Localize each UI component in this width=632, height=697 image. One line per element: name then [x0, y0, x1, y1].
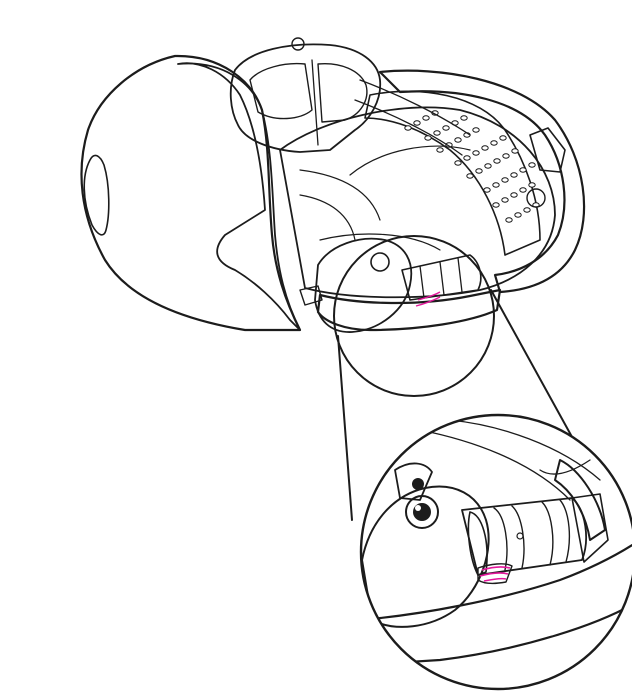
vent-hole [484, 163, 492, 169]
callout-circle-small [333, 235, 495, 397]
vent-hole [499, 135, 507, 141]
vent-hole [424, 135, 432, 141]
bottom-band [316, 288, 502, 332]
pink-clip-highlight [477, 563, 513, 585]
vent-hole [404, 125, 412, 131]
vent-hole [472, 150, 480, 156]
vent-hole [463, 155, 471, 161]
connector-tube-small [401, 254, 482, 307]
vent-hole [528, 182, 536, 188]
vent-hole [483, 187, 491, 193]
vent-hole [436, 147, 444, 153]
vent-hole [466, 173, 474, 179]
overview-view [80, 37, 586, 333]
hinge-knob [370, 252, 390, 272]
vent-hole [490, 140, 498, 146]
vent-hole [442, 125, 450, 131]
vent-hole [510, 192, 518, 198]
vent-hole [519, 187, 527, 193]
vent-hole [422, 115, 430, 121]
vent-hole [413, 120, 421, 126]
vent-hole [501, 177, 509, 183]
inner-body [279, 106, 556, 299]
top-bracket [229, 43, 382, 153]
vent-hole [433, 130, 441, 136]
hinge-cover [314, 237, 413, 333]
vent-hole [492, 182, 500, 188]
vent-hole [454, 160, 462, 166]
vent-hole [454, 137, 462, 143]
vent-holes [404, 110, 540, 223]
vent-hole [501, 197, 509, 203]
callout-line-left [337, 335, 353, 521]
vent-hole [460, 115, 468, 121]
shell-rim [378, 69, 586, 294]
lens-edge [83, 154, 110, 236]
pink-clip-small [415, 291, 441, 307]
vent-hole [510, 172, 518, 178]
vent-hole [528, 162, 536, 168]
vent-hole [514, 212, 522, 218]
visor-inner [177, 62, 301, 331]
vent-hole [523, 207, 531, 213]
vent-hole [511, 148, 519, 154]
right-knob [529, 127, 566, 173]
vent-hole [492, 202, 500, 208]
vent-hole [493, 158, 501, 164]
callout-circle-large [359, 413, 632, 691]
vent-hole [445, 142, 453, 148]
visor-shell [80, 54, 302, 332]
connector-detail-magnifier [361, 415, 632, 689]
vent-hole [472, 127, 480, 133]
vent-hole [502, 153, 510, 159]
vent-hole [505, 217, 513, 223]
vent-hole [481, 145, 489, 151]
vent-hole [519, 167, 527, 173]
vent-plate [364, 90, 541, 256]
vent-hole [475, 168, 483, 174]
